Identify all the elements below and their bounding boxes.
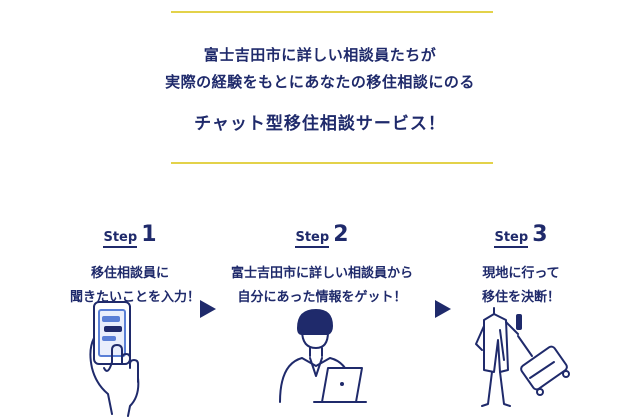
intro-title: チャット型移住相談サービス！ — [194, 114, 446, 134]
triangle-right-icon — [435, 300, 451, 318]
bottom-divider — [171, 162, 493, 164]
intro-line-2: 実際の経験をもとにあなたの移住相談にのる — [165, 73, 475, 91]
hand-holding-phone-icon — [82, 298, 152, 418]
step-2-description: 富士吉田市に詳しい相談員から 自分にあった情報をゲット！ — [214, 262, 430, 310]
step-3: Step 3 現地に行って 移住を決断！ — [452, 222, 590, 310]
person-with-laptop-icon — [270, 306, 370, 406]
triangle-right-icon — [200, 300, 216, 318]
step-2-line-1: 富士吉田市に詳しい相談員から — [230, 266, 413, 281]
step-1-line-1: 移住相談員に — [90, 266, 169, 281]
step-2-label: Step 2 — [295, 222, 349, 248]
step-3-line-1: 現地に行って — [482, 266, 560, 281]
intro-line-1: 富士吉田市に詳しい相談員たちが — [203, 46, 437, 64]
step-1-label: Step 1 — [103, 222, 157, 248]
step-1-word: Step — [103, 230, 138, 248]
step-3-label: Step 3 — [494, 222, 548, 248]
step-1-number: 1 — [141, 222, 157, 247]
step-3-description: 現地に行って 移住を決断！ — [452, 262, 590, 310]
step-2-word: Step — [295, 230, 330, 248]
step-3-line-2: 移住を決断！ — [481, 290, 560, 305]
traveler-with-suitcase-icon — [470, 300, 580, 412]
step-1: Step 1 移住相談員に 聞きたいことを入力！ — [70, 222, 200, 310]
step-3-word: Step — [494, 230, 529, 248]
step-2: Step 2 富士吉田市に詳しい相談員から 自分にあった情報をゲット！ — [214, 222, 430, 310]
step-3-number: 3 — [532, 222, 548, 247]
step-2-line-2: 自分にあった情報をゲット！ — [237, 290, 407, 305]
top-divider — [171, 11, 493, 13]
step-2-number: 2 — [333, 222, 349, 247]
